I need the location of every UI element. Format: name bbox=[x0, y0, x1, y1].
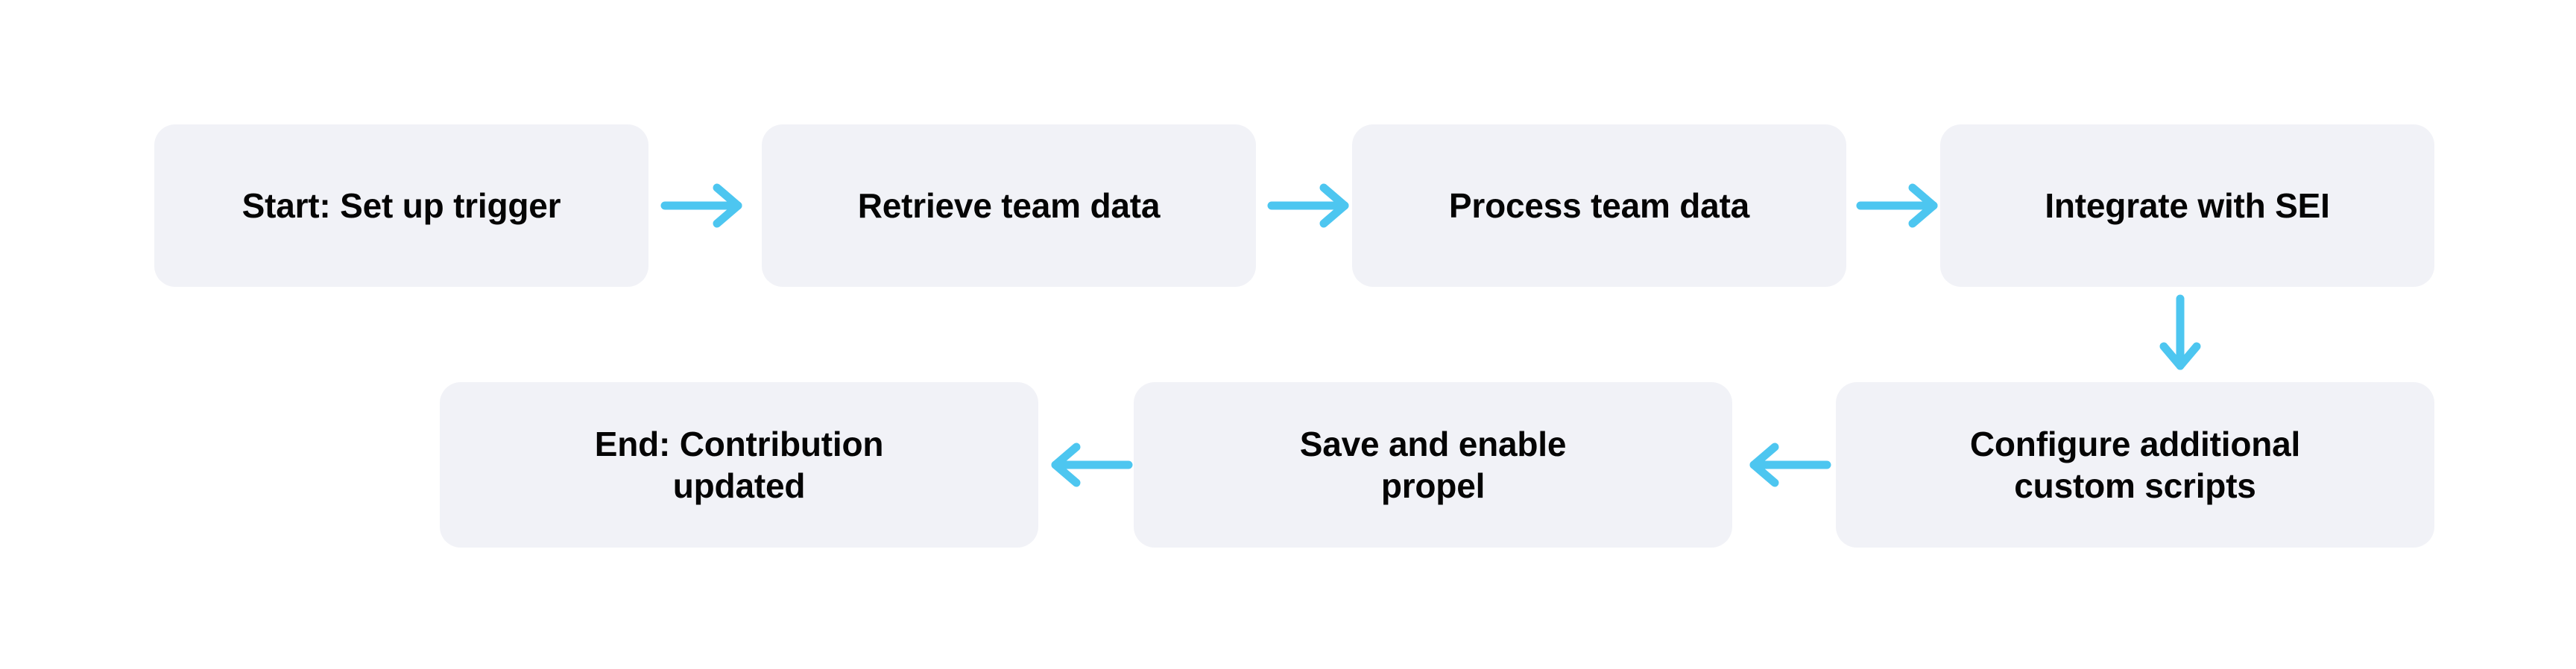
flow-node-integrate-with-sei[interactable]: Integrate with SEI bbox=[1940, 124, 2434, 287]
flow-node-start-label: Start: Set up trigger bbox=[242, 186, 561, 225]
flow-node-save-and-enable-propel[interactable]: Save and enable propel bbox=[1134, 382, 1732, 548]
flow-node-end-contribution-updated[interactable]: End: Contribution updated bbox=[440, 382, 1038, 548]
flow-node-process-team-data[interactable]: Process team data bbox=[1352, 124, 1846, 287]
flow-node-retrieve-team-data-label: Retrieve team data bbox=[857, 186, 1161, 225]
flow-node-integrate-with-sei-label: Integrate with SEI bbox=[2045, 186, 2330, 225]
arrow-left-icon-save-to-end bbox=[1044, 443, 1133, 487]
arrow-right-icon-process-to-integrate bbox=[1856, 183, 1945, 228]
arrow-down-icon-integrate-to-configure bbox=[2158, 294, 2203, 376]
flow-node-configure-custom-scripts[interactable]: Configure additional custom scripts bbox=[1836, 382, 2434, 548]
flow-node-configure-custom-scripts-label: Configure additional custom scripts bbox=[1969, 424, 2301, 505]
arrow-left-icon-configure-to-save bbox=[1742, 443, 1831, 487]
arrow-right-icon-retrieve-to-process bbox=[1267, 183, 1357, 228]
flow-node-start[interactable]: Start: Set up trigger bbox=[154, 124, 648, 287]
arrow-right-icon-start-to-retrieve bbox=[660, 183, 750, 228]
flow-node-retrieve-team-data[interactable]: Retrieve team data bbox=[762, 124, 1256, 287]
flow-node-end-contribution-updated-label: End: Contribution updated bbox=[594, 424, 884, 505]
flow-node-save-and-enable-propel-label: Save and enable propel bbox=[1299, 424, 1567, 505]
flow-node-process-team-data-label: Process team data bbox=[1448, 186, 1750, 225]
